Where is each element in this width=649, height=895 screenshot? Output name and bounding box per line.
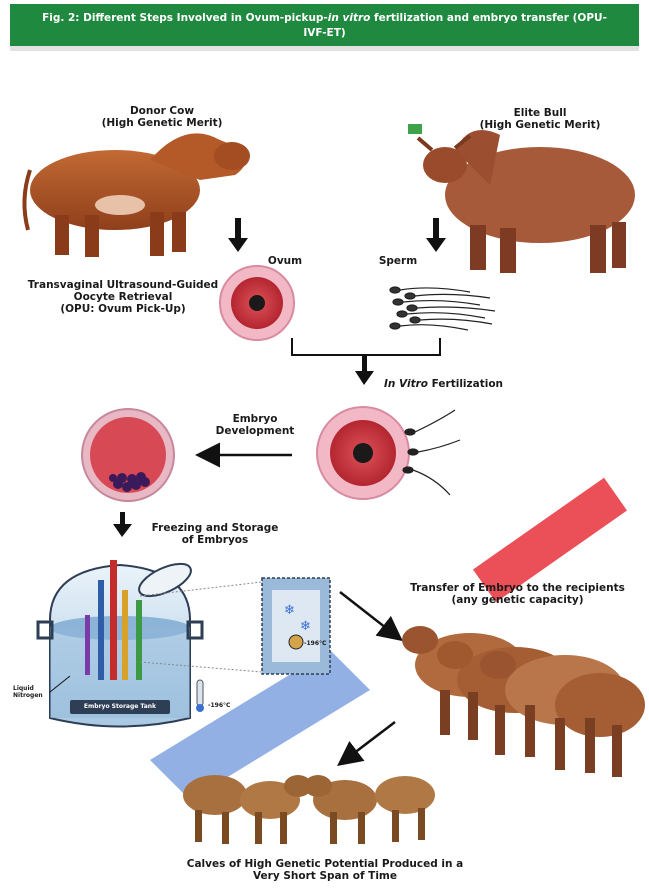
arrow-to-recipients	[340, 592, 395, 635]
elite-bull-title: Elite Bull	[440, 107, 640, 119]
transfer-label: Transfer of Embryo to the recipients (an…	[390, 582, 645, 606]
opu-line3: (OPU: Ovum Pick-Up)	[8, 303, 238, 315]
arrow-to-ivf	[355, 355, 374, 385]
fertilized-egg	[317, 407, 460, 499]
sperm-label: Sperm	[368, 255, 428, 267]
snowflake-icon: ❄	[284, 603, 295, 618]
tank-temp-label: -196°C	[208, 702, 248, 709]
elite-bull-image	[408, 124, 635, 273]
transfer-line2: (any genetic capacity)	[390, 594, 645, 606]
elite-bull-subtitle: (High Genetic Merit)	[440, 119, 640, 131]
embryo-storage-tank	[38, 557, 204, 726]
embryo-development-line2: Development	[200, 425, 310, 437]
opu-line2: Oocyte Retrieval	[8, 291, 238, 303]
figure-title-part1: Fig. 2: Different Steps Involved in Ovum…	[42, 12, 328, 24]
sperm-cluster	[390, 287, 495, 330]
calves-label: Calves of High Genetic Potential Produce…	[140, 858, 510, 882]
liquid-line1: Liquid	[13, 685, 53, 692]
freezing-line2: of Embryos	[130, 534, 300, 546]
straw-temp-label: -196°C	[304, 640, 330, 647]
liquid-line2: Nitrogen	[13, 692, 53, 699]
embryo-straw-panel: ❄ ❄	[262, 578, 330, 674]
embryo-development-line1: Embryo	[200, 413, 310, 425]
opu-line1: Transvaginal Ultrasound-Guided	[8, 279, 238, 291]
donor-cow-label: Donor Cow (High Genetic Merit)	[62, 105, 262, 129]
arrow-down-bull	[426, 218, 446, 252]
ivf-label-rest: Fertilization	[428, 378, 503, 390]
figure-title-banner: Fig. 2: Different Steps Involved in Ovum…	[10, 4, 639, 51]
transfer-line1: Transfer of Embryo to the recipients	[390, 582, 645, 594]
figure-title-italic: in vitro	[328, 12, 371, 24]
donor-cow-image	[24, 133, 250, 257]
ivf-label: In Vitro Fertilization	[384, 378, 544, 390]
storage-tank-label: Embryo Storage Tank	[70, 703, 170, 710]
elite-bull-label: Elite Bull (High Genetic Merit)	[440, 107, 640, 131]
arrow-to-calves	[345, 722, 395, 760]
arrow-down-donor	[228, 218, 248, 252]
ivf-label-italic: In Vitro	[384, 378, 428, 390]
ovum-label: Ovum	[255, 255, 315, 267]
freezing-line1: Freezing and Storage	[130, 522, 300, 534]
donor-cow-title: Donor Cow	[62, 105, 262, 117]
recipient-cows-image	[402, 626, 645, 777]
join-bracket	[292, 338, 440, 355]
calves-line1: Calves of High Genetic Potential Produce…	[140, 858, 510, 870]
embryo-development-label: Embryo Development	[200, 413, 310, 437]
snowflake-icon: ❄	[300, 619, 311, 634]
liquid-nitrogen-label: Liquid Nitrogen	[13, 685, 53, 699]
freezing-label: Freezing and Storage of Embryos	[130, 522, 300, 546]
opu-label: Transvaginal Ultrasound-Guided Oocyte Re…	[8, 279, 238, 315]
calves-image	[183, 775, 435, 844]
embryo-cell	[82, 409, 174, 501]
donor-cow-subtitle: (High Genetic Merit)	[62, 117, 262, 129]
calves-line2: Very Short Span of Time	[140, 870, 510, 882]
